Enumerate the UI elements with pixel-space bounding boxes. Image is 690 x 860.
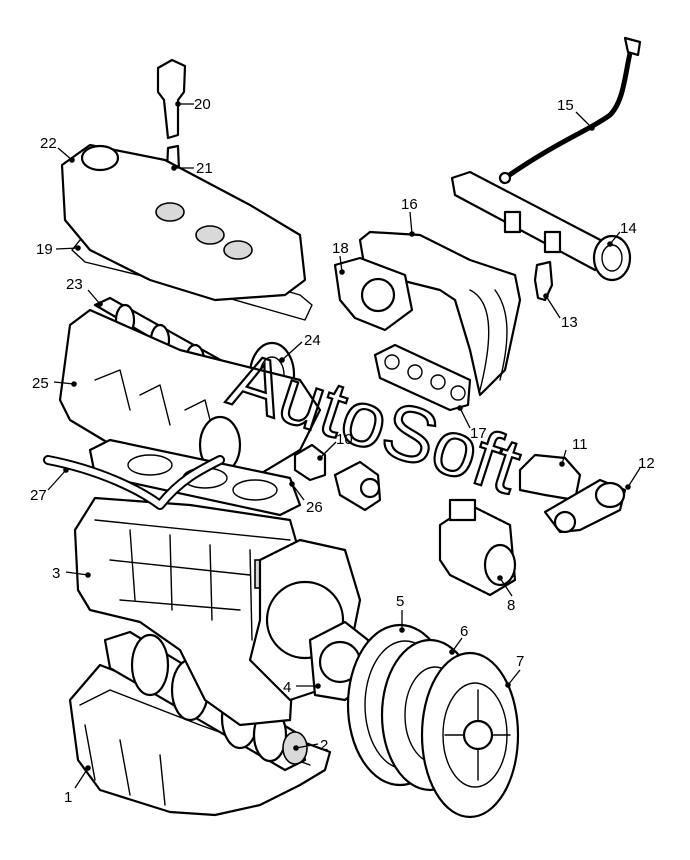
svg-text:2: 2 bbox=[320, 737, 328, 754]
svg-text:6: 6 bbox=[460, 623, 468, 640]
part-breather-pipe bbox=[43, 455, 225, 510]
part-mount-bracket bbox=[518, 453, 582, 502]
part-fuel-rail bbox=[450, 170, 632, 282]
callout-17: 17 bbox=[457, 405, 487, 442]
svg-text:15: 15 bbox=[557, 97, 574, 114]
callout-10: 10 bbox=[317, 431, 353, 461]
callouts: 1 2 3 4 5 6 bbox=[30, 96, 655, 806]
part-sensor-housing bbox=[293, 443, 382, 512]
part-cylinder-head bbox=[58, 308, 322, 482]
svg-text:17: 17 bbox=[470, 425, 487, 442]
callout-23: 23 bbox=[66, 276, 103, 307]
svg-text:18: 18 bbox=[332, 240, 349, 257]
callout-7: 7 bbox=[505, 653, 524, 688]
part-temp-sensor bbox=[533, 260, 554, 302]
callout-6: 6 bbox=[449, 623, 468, 655]
svg-text:13: 13 bbox=[561, 314, 578, 331]
callout-1: 1 bbox=[64, 765, 91, 806]
callout-27: 27 bbox=[30, 467, 69, 504]
callout-11: 11 bbox=[559, 436, 588, 467]
svg-text:26: 26 bbox=[306, 499, 323, 516]
callout-16: 16 bbox=[401, 196, 418, 237]
part-ignition-coil bbox=[156, 58, 187, 140]
svg-text:14: 14 bbox=[620, 220, 637, 237]
callout-15: 15 bbox=[557, 97, 595, 131]
part-valve-cover bbox=[60, 143, 307, 302]
svg-text:23: 23 bbox=[66, 276, 83, 293]
callout-24: 24 bbox=[279, 332, 321, 363]
svg-text:11: 11 bbox=[572, 436, 588, 453]
svg-text:16: 16 bbox=[401, 196, 418, 213]
svg-text:27: 27 bbox=[30, 487, 47, 504]
callout-12: 12 bbox=[625, 455, 655, 490]
svg-text:19: 19 bbox=[36, 241, 53, 258]
svg-text:12: 12 bbox=[638, 455, 655, 472]
svg-text:25: 25 bbox=[32, 375, 49, 392]
svg-text:7: 7 bbox=[516, 653, 524, 670]
callout-5: 5 bbox=[396, 593, 405, 633]
callout-2: 2 bbox=[293, 737, 328, 754]
callout-13: 13 bbox=[543, 293, 578, 331]
svg-text:10: 10 bbox=[336, 431, 353, 448]
callout-20: 20 bbox=[175, 96, 211, 113]
callout-19: 19 bbox=[36, 241, 81, 258]
svg-text:4: 4 bbox=[283, 679, 291, 696]
callout-21: 21 bbox=[171, 160, 213, 177]
callout-4: 4 bbox=[283, 679, 321, 696]
part-engine-mount bbox=[543, 478, 627, 534]
part-fuel-line bbox=[498, 36, 642, 185]
svg-text:5: 5 bbox=[396, 593, 404, 610]
part-throttle-body bbox=[333, 256, 414, 332]
callout-26: 26 bbox=[289, 481, 323, 516]
callout-3: 3 bbox=[52, 565, 91, 582]
callout-8: 8 bbox=[497, 575, 515, 614]
part-pressure-plate bbox=[420, 651, 520, 819]
svg-text:3: 3 bbox=[52, 565, 60, 582]
callout-22: 22 bbox=[40, 135, 75, 163]
svg-text:20: 20 bbox=[194, 96, 211, 113]
svg-text:24: 24 bbox=[304, 332, 321, 349]
svg-text:1: 1 bbox=[64, 789, 72, 806]
callout-18: 18 bbox=[332, 240, 349, 275]
part-intake-gasket bbox=[373, 343, 472, 412]
callout-14: 14 bbox=[607, 220, 637, 247]
callout-25: 25 bbox=[32, 375, 77, 392]
svg-text:8: 8 bbox=[507, 597, 515, 614]
svg-text:21: 21 bbox=[196, 160, 213, 177]
svg-text:22: 22 bbox=[40, 135, 57, 152]
part-starter-motor bbox=[438, 498, 517, 597]
